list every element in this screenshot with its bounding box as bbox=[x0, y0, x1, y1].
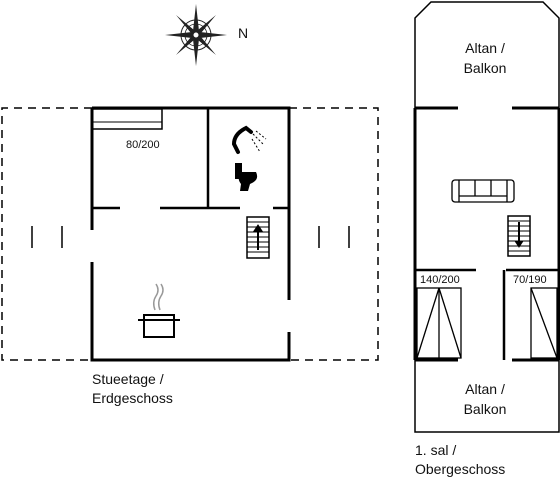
ground-floor-caption-1: Stueetage / bbox=[92, 371, 164, 387]
cooking-pot-icon bbox=[138, 283, 180, 338]
ground-floor-plan bbox=[1, 106, 379, 362]
compass-rose-icon bbox=[165, 4, 227, 66]
ground-bed-label: 80/200 bbox=[126, 139, 160, 151]
stairs-down-icon bbox=[507, 215, 531, 257]
balcony-top-label-1: Altan / bbox=[465, 40, 505, 56]
bed-icon-right bbox=[530, 287, 558, 359]
ground-floor-caption-2: Erdgeschoss bbox=[92, 390, 173, 406]
upper-floor-caption-1: 1. sal / bbox=[415, 442, 457, 458]
stairs-up-icon bbox=[246, 216, 270, 259]
upper-bed-left-label: 140/200 bbox=[420, 274, 460, 286]
toilet-icon bbox=[235, 163, 258, 191]
upper-bed-right-label: 70/190 bbox=[513, 274, 547, 286]
balcony-bottom-label-1: Altan / bbox=[465, 381, 505, 397]
balcony-top-label-2: Balkon bbox=[463, 60, 507, 76]
upper-floor-plan bbox=[413, 1, 560, 433]
sofa-icon bbox=[451, 179, 515, 203]
compass-north-label: N bbox=[238, 25, 249, 41]
shower-icon bbox=[231, 125, 267, 154]
upper-floor-caption-2: Obergeschoss bbox=[415, 461, 506, 477]
bed-icon bbox=[416, 287, 462, 359]
balcony-bottom-label-2: Balkon bbox=[463, 401, 507, 417]
